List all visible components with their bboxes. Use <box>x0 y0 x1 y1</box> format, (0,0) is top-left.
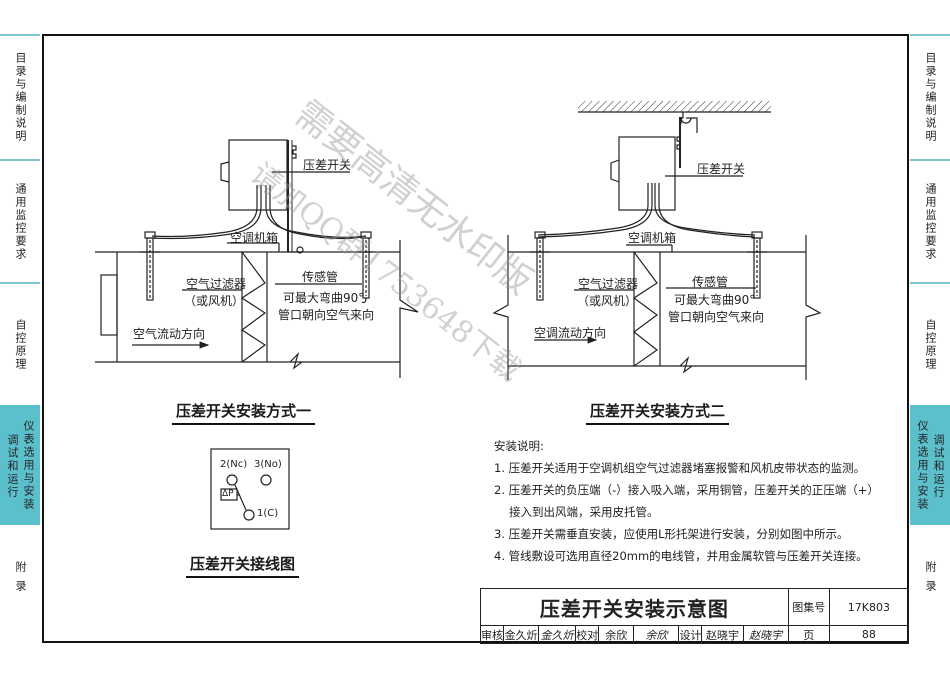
chapter-tab-label: 附录 <box>924 561 937 599</box>
filter-sub-label-1: （或风机） <box>184 294 245 308</box>
chapter-tab-label: 自控原理 <box>924 318 937 371</box>
note-item: 1. 压差开关适用于空调机组空气过滤器堵塞报警和风机皮带状态的监测。 <box>494 461 866 475</box>
switch-label-1: 压差开关 <box>303 158 352 172</box>
filter-sub-label-2: （或风机） <box>577 294 638 308</box>
chapter-tab-contents[interactable]: 目录与编制说明 <box>0 34 40 159</box>
ceiling-hatch <box>578 101 771 112</box>
chapter-tab-instrument-install[interactable]: 调试和运行 仪表选用与安装 <box>0 405 40 525</box>
chapter-tab-label-col1: 仪表选用与安装 <box>22 419 35 511</box>
sensor-note-1a: 可最大弯曲90° <box>283 291 365 305</box>
chapter-tab-appendix[interactable]: 附录 <box>0 525 40 635</box>
chapter-tab-control-principle[interactable]: 自控原理 <box>0 282 40 405</box>
diagram-2-title: 压差开关安装方式二 <box>586 400 730 425</box>
chapter-tab-contents[interactable]: 目录与编制说明 <box>910 34 950 159</box>
chapter-tab-general-requirements[interactable]: 通用监控要求 <box>0 159 40 282</box>
diagram-1-title: 压差开关安装方式一 <box>172 400 316 425</box>
note-item: 2. 压差开关的负压端（-）接入吸入端，采用铜管，压差开关的正压端（+） <box>494 483 879 497</box>
designer-name: 赵晓宇 <box>701 625 744 644</box>
chapter-tab-label: 目录与编制说明 <box>14 52 27 143</box>
checker-name: 余欣 <box>598 625 635 644</box>
notes-heading: 安装说明: <box>494 439 544 453</box>
atlas-no: 17K803 <box>828 588 910 626</box>
pressure-switch-body <box>618 136 676 211</box>
chapter-tab-label: 目录与编制说明 <box>924 52 937 143</box>
chapter-tab-label: 通用监控要求 <box>14 182 27 261</box>
page-number: 88 <box>828 625 910 644</box>
terminal-nc <box>226 474 238 486</box>
reviewer-signature: 金久炘 <box>538 625 577 644</box>
reviewer-name: 金久炘 <box>503 625 540 644</box>
diagram-1-drawing <box>95 139 419 378</box>
sensor-note-2a: 可最大弯曲90° <box>674 293 756 307</box>
right-chapter-index: 目录与编制说明 通用监控要求 自控原理 仪表选用与安装 调试和运行 附录 <box>910 34 950 635</box>
chapter-tab-general-requirements[interactable]: 通用监控要求 <box>910 159 950 282</box>
box-label-1: 空调机箱 <box>230 231 279 245</box>
terminal-c-label: 1(C) <box>257 508 279 519</box>
atlas-no-label: 图集号 <box>787 588 830 626</box>
diagram-2-drawing <box>492 101 822 380</box>
terminal-no-label: 3(No) <box>254 459 282 470</box>
wiring-box <box>210 448 290 530</box>
installation-notes: 安装说明: 1. 压差开关适用于空调机组空气过滤器堵塞报警和风机皮带状态的监测。… <box>494 435 879 567</box>
left-chapter-index: 目录与编制说明 通用监控要求 自控原理 调试和运行 仪表选用与安装 附录 <box>0 34 40 635</box>
design-label: 设计 <box>678 625 703 644</box>
chapter-tab-label: 附录 <box>14 561 27 599</box>
note-item: 3. 压差开关需垂直安装，应使用L形托架进行安装，分别如图中所示。 <box>494 527 849 541</box>
terminal-nc-label: 2(Nc) <box>220 459 248 470</box>
pressure-switch-body <box>228 139 288 211</box>
filter-label-2: 空气过滤器 <box>578 277 639 291</box>
review-label: 审核 <box>479 625 505 644</box>
filter-label-1: 空气过滤器 <box>186 277 247 291</box>
page-label: 页 <box>787 625 830 644</box>
terminal-no <box>260 474 272 486</box>
chapter-tab-instrument-install[interactable]: 仪表选用与安装 调试和运行 <box>910 405 950 525</box>
chapter-tab-label: 通用监控要求 <box>924 182 937 261</box>
chapter-tab-appendix[interactable]: 附录 <box>910 525 950 635</box>
switch-label-2: 压差开关 <box>697 162 746 176</box>
check-label: 校对 <box>575 625 600 644</box>
note-item-continuation: 接入到出风端，采用皮托管。 <box>509 505 659 519</box>
chapter-tab-label: 自控原理 <box>14 318 27 371</box>
dp-label: ΔP <box>222 489 234 499</box>
flow-label-1: 空气流动方向 <box>133 327 206 341</box>
chapter-tab-label-col2: 调试和运行 <box>6 433 19 499</box>
box-label-2: 空调机箱 <box>628 231 677 245</box>
sensor-note-1b: 管口朝向空气来向 <box>278 308 375 322</box>
sensor-label-2: 传感管 <box>692 275 729 289</box>
checker-signature: 余欣 <box>633 625 680 644</box>
wiring-diagram-drawing <box>210 448 290 530</box>
chapter-tab-label-col2: 调试和运行 <box>932 433 945 499</box>
note-item: 4. 管线敷设可选用直径20mm的电线管，并用金属软管与压差开关连接。 <box>494 549 868 563</box>
designer-signature: 赵晓宇 <box>742 625 789 644</box>
flow-label-2: 空调流动方向 <box>534 326 607 340</box>
switch-knob <box>220 161 230 183</box>
drawing-frame <box>42 34 909 643</box>
sensor-note-2b: 管口朝向空气来向 <box>668 310 765 324</box>
terminal-c <box>243 509 255 521</box>
drawing-title: 压差开关安装示意图 <box>480 588 789 626</box>
chapter-tab-label-col1: 仪表选用与安装 <box>916 419 929 511</box>
chapter-tab-control-principle[interactable]: 自控原理 <box>910 282 950 405</box>
sensor-label-1: 传感管 <box>302 270 339 284</box>
wiring-diagram-title: 压差开关接线图 <box>186 553 300 578</box>
title-block: 压差开关安装示意图 图集号 17K803 审核 金久炘 金久炘 校对 余欣 余欣… <box>479 588 910 644</box>
